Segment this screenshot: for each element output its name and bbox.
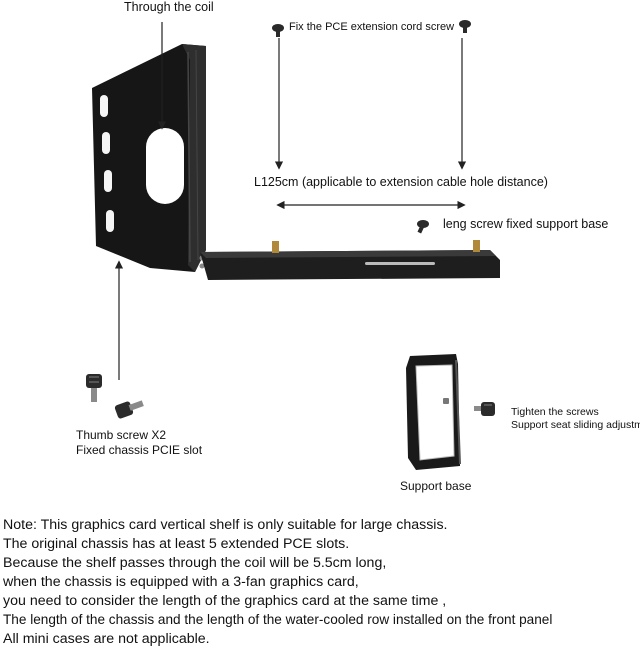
vertical-bracket xyxy=(92,44,206,272)
screw-icon xyxy=(272,24,284,37)
thumb-screw-label: Thumb screw X2 xyxy=(76,428,167,442)
note-line: The original chassis has at least 5 exte… xyxy=(3,536,350,552)
support-seat-label: Support seat sliding adjustment xyxy=(511,419,640,431)
fixed-chassis-label: Fixed chassis PCIE slot xyxy=(76,443,203,457)
support-base-label: Support base xyxy=(400,479,472,493)
note-line: Because the shelf passes through the coi… xyxy=(3,555,387,571)
screw-icon xyxy=(417,220,429,234)
leng-screw-label: leng screw fixed support base xyxy=(443,217,609,231)
screw-icon xyxy=(459,20,471,33)
support-base xyxy=(406,354,461,470)
thumb-screw-icon xyxy=(474,402,495,416)
thumb-screw-icon xyxy=(86,374,102,402)
note-line: Note: This graphics card vertical shelf … xyxy=(3,517,448,533)
note-line: you need to consider the length of the g… xyxy=(3,593,447,609)
note-line: The length of the chassis and the length… xyxy=(3,612,553,627)
horizontal-plate xyxy=(200,240,500,280)
note-line: when the chassis is equipped with a 3-fa… xyxy=(3,574,359,590)
thumb-screw-icon xyxy=(114,400,144,419)
fix-screw-label: Fix the PCE extension cord screw xyxy=(289,21,455,33)
through-coil-label: Through the coil xyxy=(124,0,214,14)
length-label: L125cm (applicable to extension cable ho… xyxy=(254,175,548,189)
tighten-label: Tighten the screws xyxy=(511,406,599,418)
note-line: All mini cases are not applicable. xyxy=(3,631,210,647)
